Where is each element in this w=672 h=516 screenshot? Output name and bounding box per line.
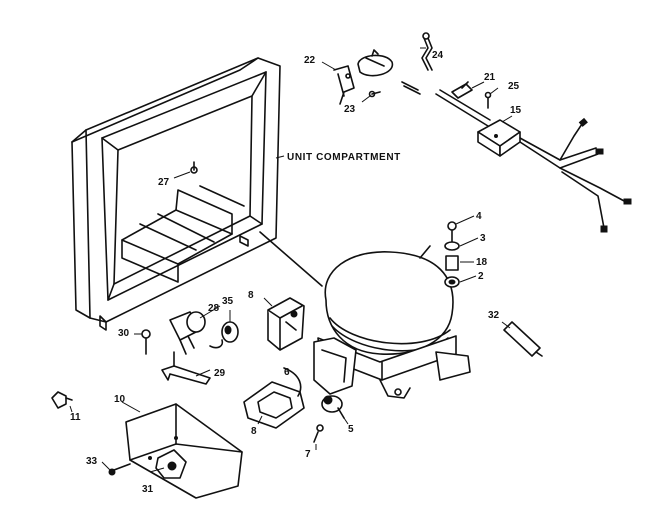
callout-33: 33: [86, 456, 98, 467]
front-cover: [51, 391, 243, 499]
callout-4: 4: [476, 211, 482, 222]
callout-3: 3: [480, 233, 486, 244]
callout-27: 27: [158, 177, 170, 188]
callout-7: 7: [305, 449, 311, 460]
callout-15: 15: [510, 105, 522, 116]
relay-harness: [333, 32, 632, 233]
callout-29: 29: [214, 368, 226, 379]
callout-2: 2: [478, 271, 484, 282]
callout-22: 22: [304, 55, 316, 66]
capacitor-assembly: [141, 311, 239, 385]
callout-11: 11: [70, 412, 81, 423]
callout-35: 35: [222, 296, 234, 307]
callout-32: 32: [488, 310, 500, 321]
callout-8-relay: 8: [248, 290, 254, 301]
callout-31: 31: [142, 484, 154, 495]
callout-10: 10: [114, 394, 126, 405]
unit-compartment: [71, 57, 281, 331]
unit-compartment-label: UNIT COMPARTMENT: [287, 152, 401, 163]
compressor: [259, 221, 471, 419]
callout-25: 25: [508, 81, 520, 92]
callout-21: 21: [484, 72, 496, 83]
callout-23: 23: [344, 104, 356, 115]
callout-6: 6: [284, 367, 290, 378]
callout-24: 24: [432, 50, 444, 61]
leader-lines: [69, 47, 513, 473]
relay-cover: [243, 297, 324, 443]
drier-32: [503, 321, 543, 357]
callout-18: 18: [476, 257, 488, 268]
callout-8-gasket: 8: [251, 426, 257, 437]
callout-28: 28: [208, 303, 220, 314]
callout-5: 5: [348, 424, 354, 435]
callout-30: 30: [118, 328, 130, 339]
